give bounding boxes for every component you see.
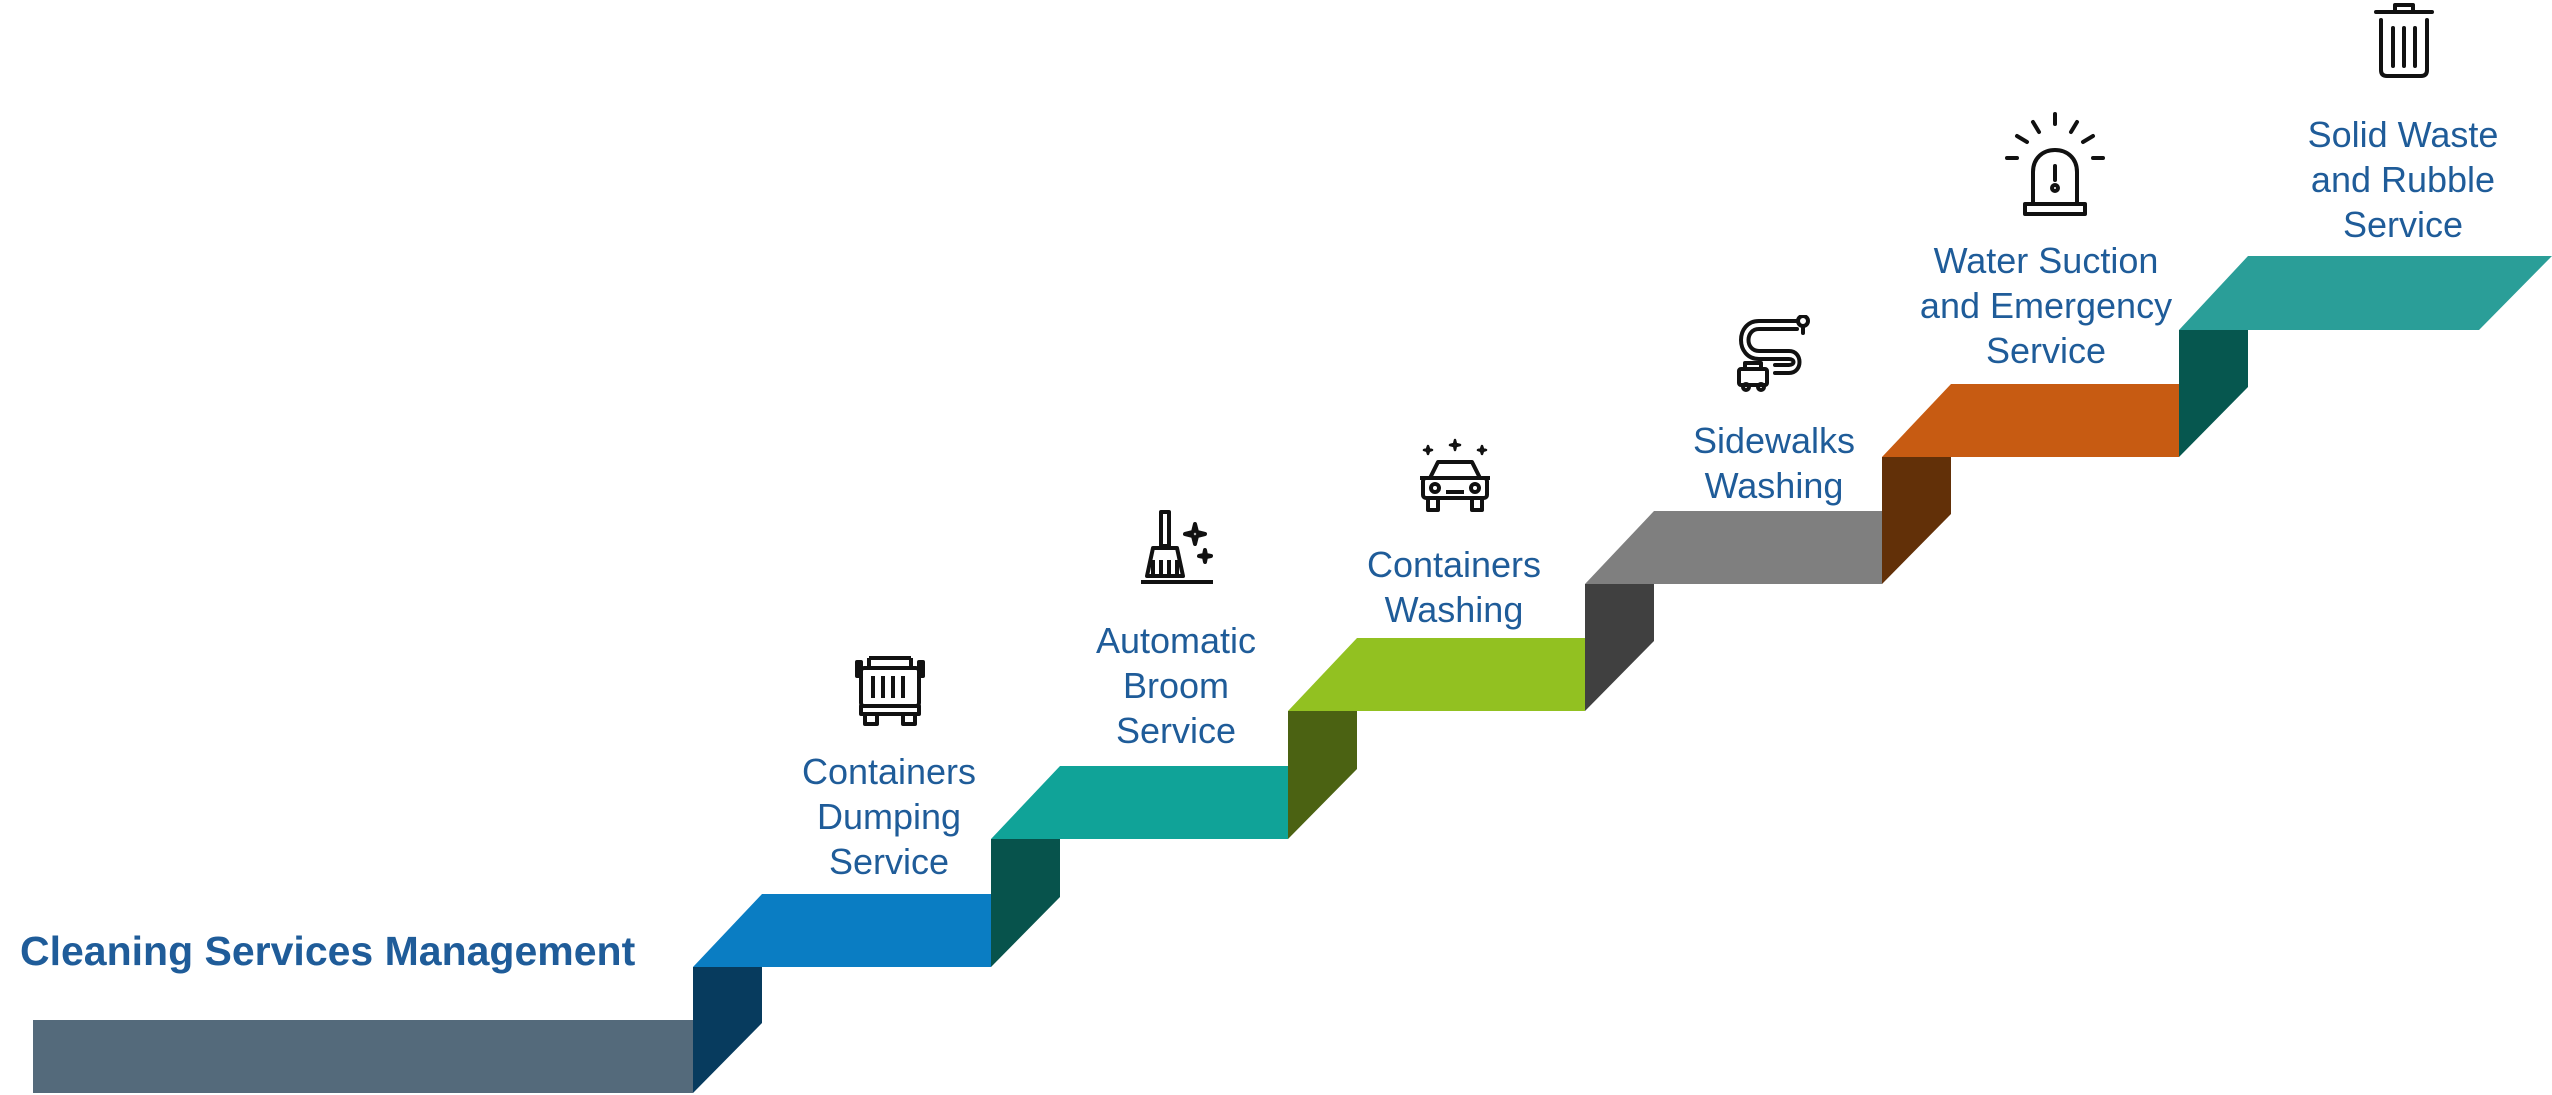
step-5-riser — [1882, 457, 1951, 584]
step-4-riser — [1585, 584, 1654, 711]
step-6-riser — [2179, 330, 2248, 457]
broom-icon — [1139, 510, 1219, 588]
step-4-top — [1585, 511, 1882, 584]
step-1-label-line-2: Dumping — [816, 796, 962, 837]
step-4-label-line-2: Washing — [1704, 465, 1844, 506]
step-1-label-line-3: Service — [828, 841, 950, 882]
emergency-siren-icon — [2003, 112, 2107, 218]
road-route-icon — [1735, 315, 1815, 393]
step-6-label-line-3: Service — [2342, 204, 2464, 245]
car-wash-icon — [1418, 438, 1492, 516]
step-3-top — [1288, 638, 1585, 711]
step-3-riser — [1288, 711, 1357, 839]
step-3-label-line-2: Washing — [1384, 589, 1524, 630]
step-5-label: Water Suction and Emergency Service — [1920, 238, 2172, 373]
diagram-title: Cleaning Services Management — [20, 928, 636, 974]
step-3-label-line-1: Containers — [1366, 544, 1542, 585]
truck-icon — [855, 652, 925, 726]
step-6-top — [2179, 256, 2552, 330]
step-4-label: Sidewalks Washing — [1693, 418, 1855, 508]
step-6-label-line-1: Solid Waste — [2307, 114, 2499, 155]
step-2-label-line-3: Service — [1115, 710, 1237, 751]
step-5-label-line-1: Water Suction — [1933, 240, 2159, 281]
step-1-label: Containers Dumping Service — [802, 749, 976, 884]
step-5-top — [1882, 384, 2179, 457]
step-2-label-line-2: Broom — [1122, 665, 1230, 706]
step-2-label-line-1: Automatic — [1095, 620, 1257, 661]
step-6-label: Solid Waste and Rubble Service — [2308, 112, 2499, 247]
step-1-top — [693, 894, 991, 967]
step-2-top — [991, 766, 1288, 839]
step-5-label-line-2: and Emergency — [1919, 285, 2173, 326]
step-2-label: Automatic Broom Service — [1096, 618, 1256, 753]
step-1-riser — [693, 967, 762, 1093]
step-3-label: Containers Washing — [1367, 542, 1541, 632]
step-2-riser — [991, 839, 1060, 967]
step-4-label-line-1: Sidewalks — [1692, 420, 1856, 461]
step-5-label-line-3: Service — [1985, 330, 2107, 371]
step-6-label-line-2: and Rubble — [2310, 159, 2496, 200]
base-platform — [33, 1020, 693, 1093]
step-1-label-line-1: Containers — [801, 751, 977, 792]
trash-bin-icon — [2373, 2, 2435, 78]
